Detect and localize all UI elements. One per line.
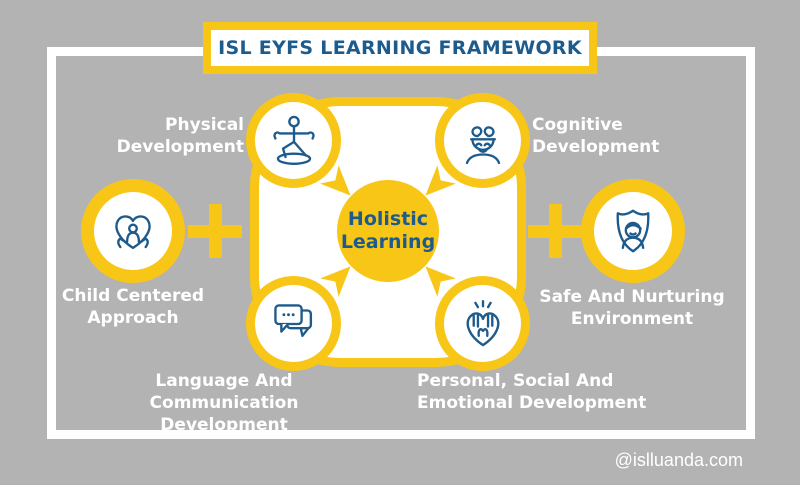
shield-child-icon [616, 209, 650, 253]
center-label-line1: Holistic [347, 208, 429, 230]
label-personal-social-emotional-development: Personal, Social And Emotional Developme… [417, 370, 677, 414]
center-label-line2: Learning [340, 231, 436, 253]
plus-icon-left [188, 204, 242, 258]
title-banner: ISL EYFS LEARNING FRAMEWORK [203, 22, 597, 74]
label-cognitive-development: Cognitive Development [532, 114, 732, 158]
hands-heart-icon [466, 299, 499, 346]
label-line: Development [116, 137, 244, 157]
node-safe-nurturing-environment [581, 179, 685, 283]
node-language-communication [246, 276, 341, 371]
heart-child-hands-icon [115, 215, 151, 250]
plus-vertical-bar [208, 204, 222, 258]
node-physical-development [246, 93, 341, 188]
plus-icon-right [528, 204, 582, 258]
label-line: Communication Development [149, 393, 299, 435]
thinking-child-icon [465, 125, 500, 164]
speech-bubbles-icon [273, 303, 312, 337]
label-line: Language And [155, 371, 293, 391]
label-physical-development: Physical Development [58, 114, 244, 158]
label-line: Environment [570, 309, 694, 329]
label-line: Emotional Development [417, 393, 647, 413]
label-language-communication-development: Language And Communication Development [88, 370, 360, 436]
page-title: ISL EYFS LEARNING FRAMEWORK [211, 30, 589, 66]
node-personal-social-emotional [435, 276, 530, 371]
node-child-centered-approach [81, 179, 185, 283]
watermark: @islluanda.com [614, 450, 743, 470]
label-safe-nurturing-environment: Safe And Nurturing Environment [518, 286, 746, 330]
node-cognitive-development [435, 93, 530, 188]
label-line: Personal, Social And [417, 371, 614, 391]
label-line: Approach [87, 308, 179, 328]
label-line: Development [532, 137, 660, 157]
label-child-centered-approach: Child Centered Approach [33, 285, 233, 329]
plus-vertical-bar [548, 204, 562, 258]
label-line: Safe And Nurturing [539, 287, 725, 307]
balancing-child-icon [272, 115, 315, 165]
label-line: Physical [165, 115, 244, 135]
label-line: Cognitive [532, 115, 623, 135]
holistic-learning-node: Holistic Learning [337, 180, 439, 282]
label-line: Child Centered [61, 286, 205, 306]
